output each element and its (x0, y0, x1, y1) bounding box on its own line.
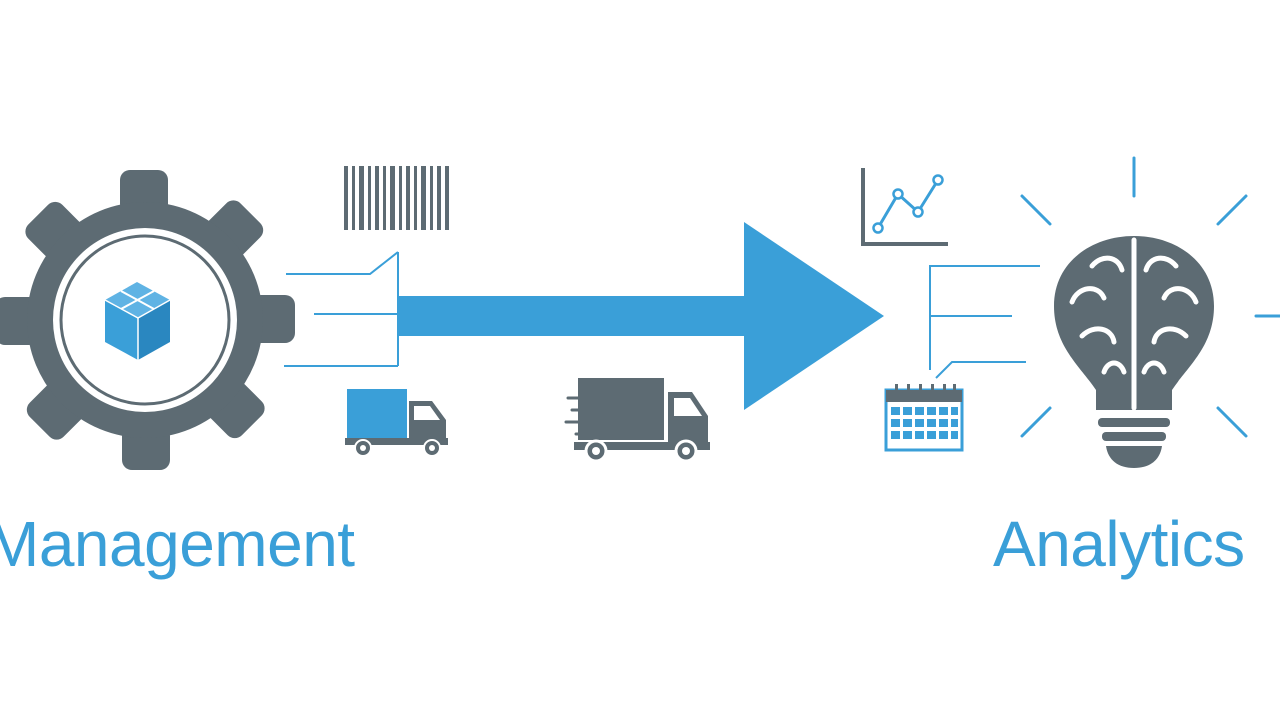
left-connector-lines (284, 251, 399, 367)
line-chart-icon (861, 168, 948, 246)
brain-lightbulb-icon (1020, 156, 1280, 468)
right-connector-lines (929, 265, 1040, 379)
calendar-icon (884, 384, 964, 452)
management-label: Management (0, 508, 355, 580)
process-arrow-icon (398, 222, 884, 410)
package-box-icon (104, 282, 171, 360)
fast-delivery-truck-icon (564, 378, 710, 463)
delivery-truck-icon (345, 389, 448, 457)
barcode-icon (344, 166, 449, 230)
analytics-label: Analytics (993, 508, 1245, 580)
